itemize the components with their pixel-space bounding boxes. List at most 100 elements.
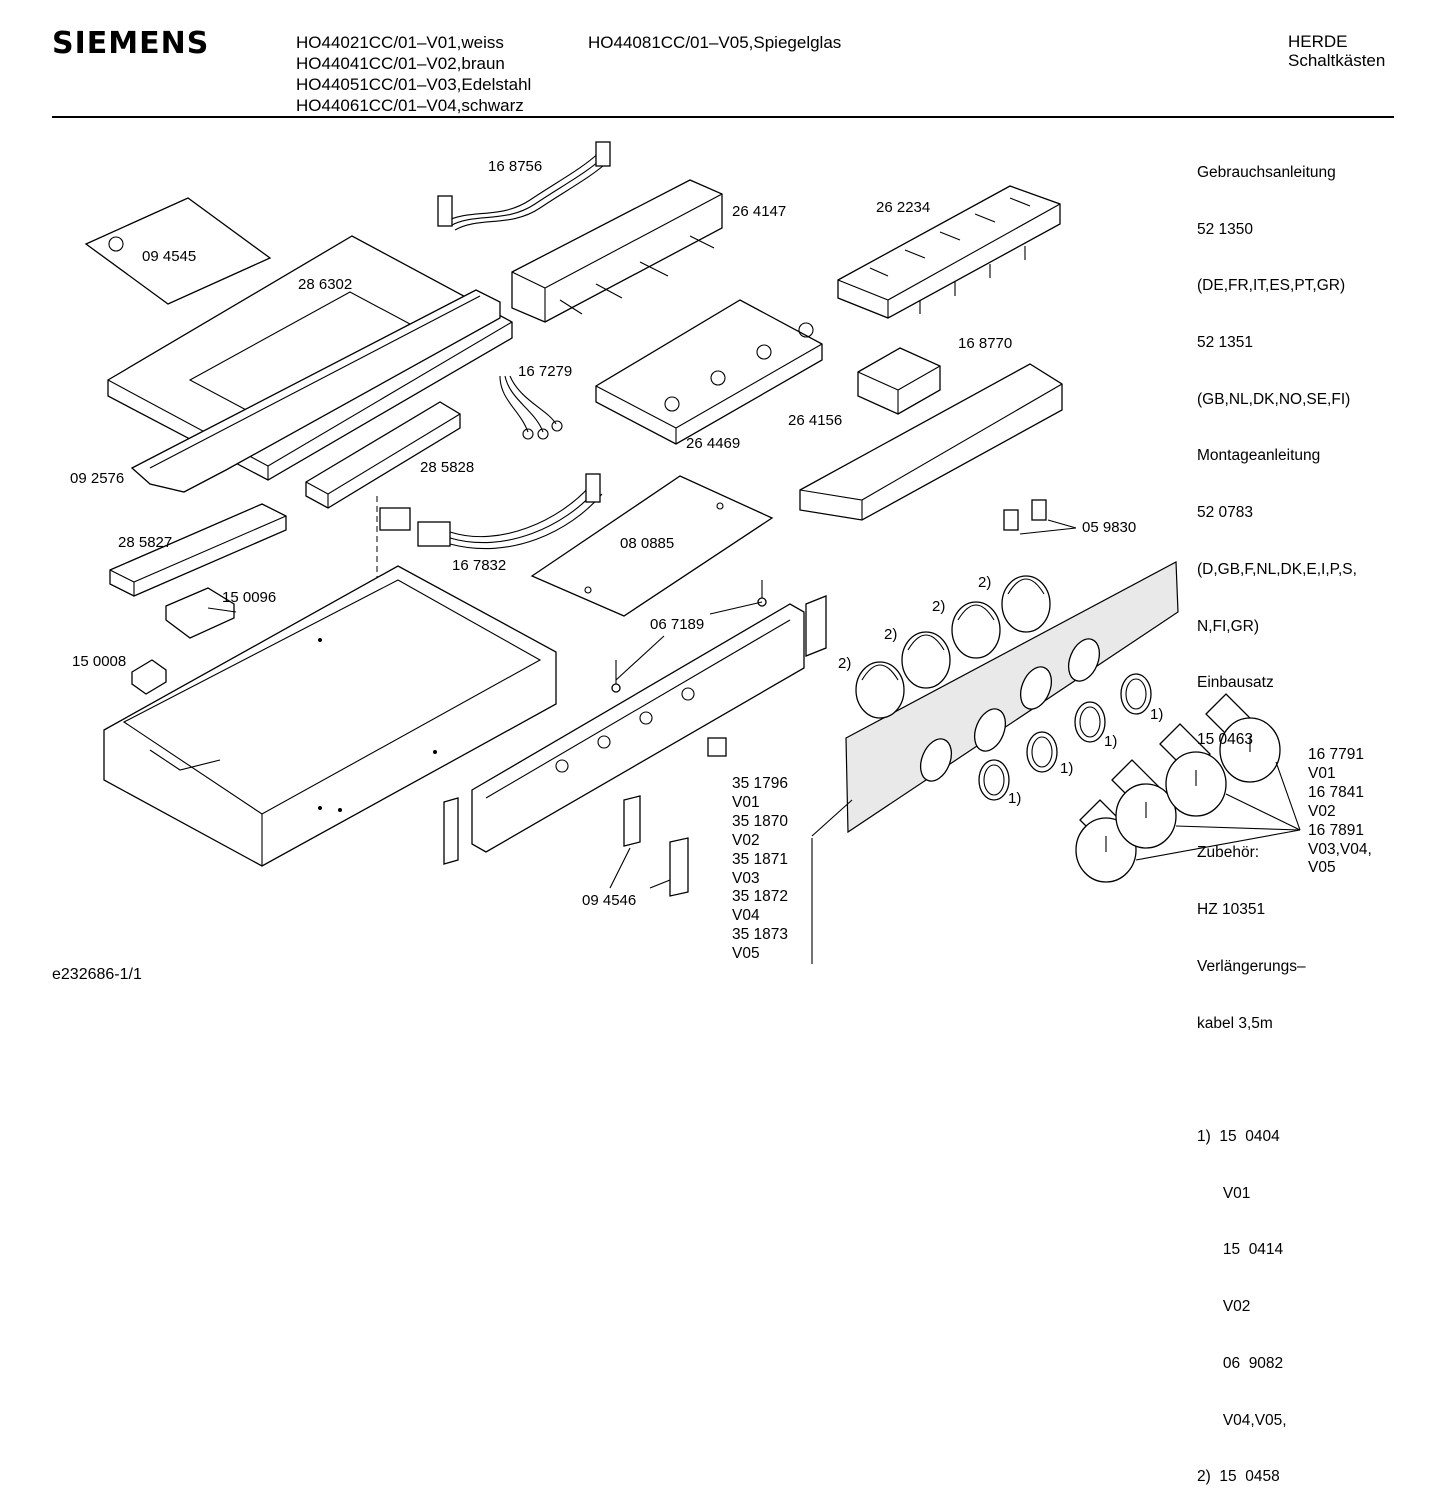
part-label: 09 4545 xyxy=(142,248,197,265)
note-line: Verlängerungs– xyxy=(1197,957,1306,975)
footnote-mark-one: 1) xyxy=(1060,760,1074,777)
knob-variant-list: 16 7791 V01 16 7841 V02 16 7891 V03,V04,… xyxy=(1308,746,1372,878)
note-spacer xyxy=(1197,1071,1357,1090)
part-label: 16 7832 xyxy=(452,557,507,574)
variant-line: 35 1796 xyxy=(732,775,789,792)
note-line: Zubehör: xyxy=(1197,844,1260,862)
variant-line: 35 1871 xyxy=(732,850,789,868)
variant-line: V04 xyxy=(732,907,760,925)
part-label: 09 2576 xyxy=(70,470,125,487)
note-line: 52 1350 xyxy=(1197,220,1254,238)
part-label: 16 8756 xyxy=(488,158,543,175)
exploded-parts-drawing xyxy=(84,141,1301,964)
control-knobs xyxy=(1075,693,1301,883)
note-line: Montageanleitung xyxy=(1197,447,1321,465)
cover-plate xyxy=(84,197,272,305)
screws xyxy=(611,580,767,693)
subcategory-title: Schaltkästen xyxy=(1288,51,1386,70)
part-label: 26 4147 xyxy=(732,203,787,220)
footnote-mark-two: 2) xyxy=(838,655,852,672)
control-panel xyxy=(811,561,1179,837)
note-line: (DE,FR,IT,ES,PT,GR) xyxy=(1197,277,1346,295)
variant-line: 35 1873 xyxy=(732,926,789,944)
small-terminal xyxy=(131,659,167,695)
lamp-cable xyxy=(499,375,563,440)
part-label: 28 5828 xyxy=(420,459,475,476)
part-label: 26 2234 xyxy=(876,199,931,216)
connector-cable xyxy=(376,473,603,590)
side-notes: Gebrauchsanleitung 52 1350 (DE,FR,IT,ES,… xyxy=(1197,126,1357,1506)
note-line: 52 1351 xyxy=(1197,333,1254,351)
part-label: 28 6302 xyxy=(298,276,353,293)
category-title: HERDE xyxy=(1288,32,1348,51)
footnote-mark-one: 1) xyxy=(1150,706,1164,723)
note-line: 1) 15 0404 xyxy=(1197,1128,1280,1145)
insulation-plate xyxy=(530,475,774,617)
model-list: HO44021CC/01–V01,weiss HO44041CC/01–V02,… xyxy=(296,32,531,116)
footnote-mark-two: 2) xyxy=(978,574,992,591)
note-spacer xyxy=(1197,788,1357,807)
variant-line: 16 7791 xyxy=(1308,746,1365,763)
knob-rings xyxy=(978,673,1152,801)
model-line: HO44041CC/01–V02,braun xyxy=(296,54,505,73)
model-line: HO44021CC/01–V01,weiss xyxy=(296,33,504,52)
footnote-mark-two: 2) xyxy=(884,626,898,643)
part-label: 28 5827 xyxy=(118,534,173,551)
small-brackets xyxy=(443,795,689,897)
note-line: N,FI,GR) xyxy=(1197,617,1259,635)
note-line: 15 0463 xyxy=(1197,731,1254,748)
footnote-mark-one: 1) xyxy=(1104,733,1118,750)
part-label: 26 4156 xyxy=(788,412,843,429)
note-line: Einbausatz xyxy=(1197,674,1274,692)
mounting-clips xyxy=(1003,499,1077,535)
note-line: HZ 10351 xyxy=(1197,901,1266,919)
variant-line: V05 xyxy=(1308,859,1336,877)
note-line: 15 0414 xyxy=(1197,1241,1284,1259)
angle-bracket-right xyxy=(305,401,461,509)
drawing-id: e232686-1/1 xyxy=(52,966,142,983)
part-label: 05 9830 xyxy=(1082,519,1137,536)
category-block: HERDE Schaltkästen xyxy=(1288,32,1385,70)
part-label: 15 0008 xyxy=(72,653,127,670)
note-line: V04,V05, xyxy=(1197,1411,1287,1429)
note-line: 2) 15 0458 xyxy=(1197,1468,1280,1486)
variant-line: 16 7891 xyxy=(1308,821,1365,839)
relay-module xyxy=(857,347,941,415)
variant-line: V01 xyxy=(732,793,760,811)
note-line: Gebrauchsanleitung xyxy=(1197,163,1336,181)
variant-line: 35 1870 xyxy=(732,812,789,830)
part-label: 09 4546 xyxy=(582,892,637,909)
front-frame xyxy=(471,595,827,853)
angle-bracket-left xyxy=(109,503,287,597)
ribbon-cable-top xyxy=(437,141,611,231)
model-extra: HO44081CC/01–V05,Spiegelglas xyxy=(588,33,842,52)
switch-housing-box xyxy=(103,565,557,867)
note-line: kabel 3,5m xyxy=(1197,1014,1273,1032)
part-label: 08 0885 xyxy=(620,535,675,552)
switch-frame xyxy=(595,299,823,445)
variant-line: V01 xyxy=(1308,764,1336,782)
panel-variant-list: 35 1796 V01 35 1870 V02 35 1871 V03 35 1… xyxy=(732,775,788,964)
variant-line: V02 xyxy=(732,831,760,849)
part-label: 16 8770 xyxy=(958,335,1013,352)
variant-line: V03 xyxy=(732,869,760,887)
header-rule xyxy=(52,116,1394,118)
part-label: 26 4469 xyxy=(686,435,741,452)
part-label: 15 0096 xyxy=(222,589,277,606)
knob-frame xyxy=(799,363,1063,521)
model-line: HO44061CC/01–V04,schwarz xyxy=(296,96,524,115)
knob-sleeves xyxy=(855,575,1051,719)
footnote-mark-one: 1) xyxy=(1008,790,1022,807)
control-tray xyxy=(837,185,1061,319)
note-line: 52 0783 xyxy=(1197,504,1254,522)
variant-line: V05 xyxy=(732,945,760,963)
variant-line: V02 xyxy=(1308,802,1336,820)
long-bracket xyxy=(130,289,501,493)
model-line: HO44051CC/01–V03,Edelstahl xyxy=(296,75,532,94)
switch-block xyxy=(511,179,723,323)
variant-line: 35 1872 xyxy=(732,888,789,906)
brand-logo: SIEMENS xyxy=(52,26,210,61)
terminal-block xyxy=(165,587,237,639)
part-label: 06 7189 xyxy=(650,616,705,633)
note-line: (D,GB,F,NL,DK,E,I,P,S, xyxy=(1197,560,1357,578)
